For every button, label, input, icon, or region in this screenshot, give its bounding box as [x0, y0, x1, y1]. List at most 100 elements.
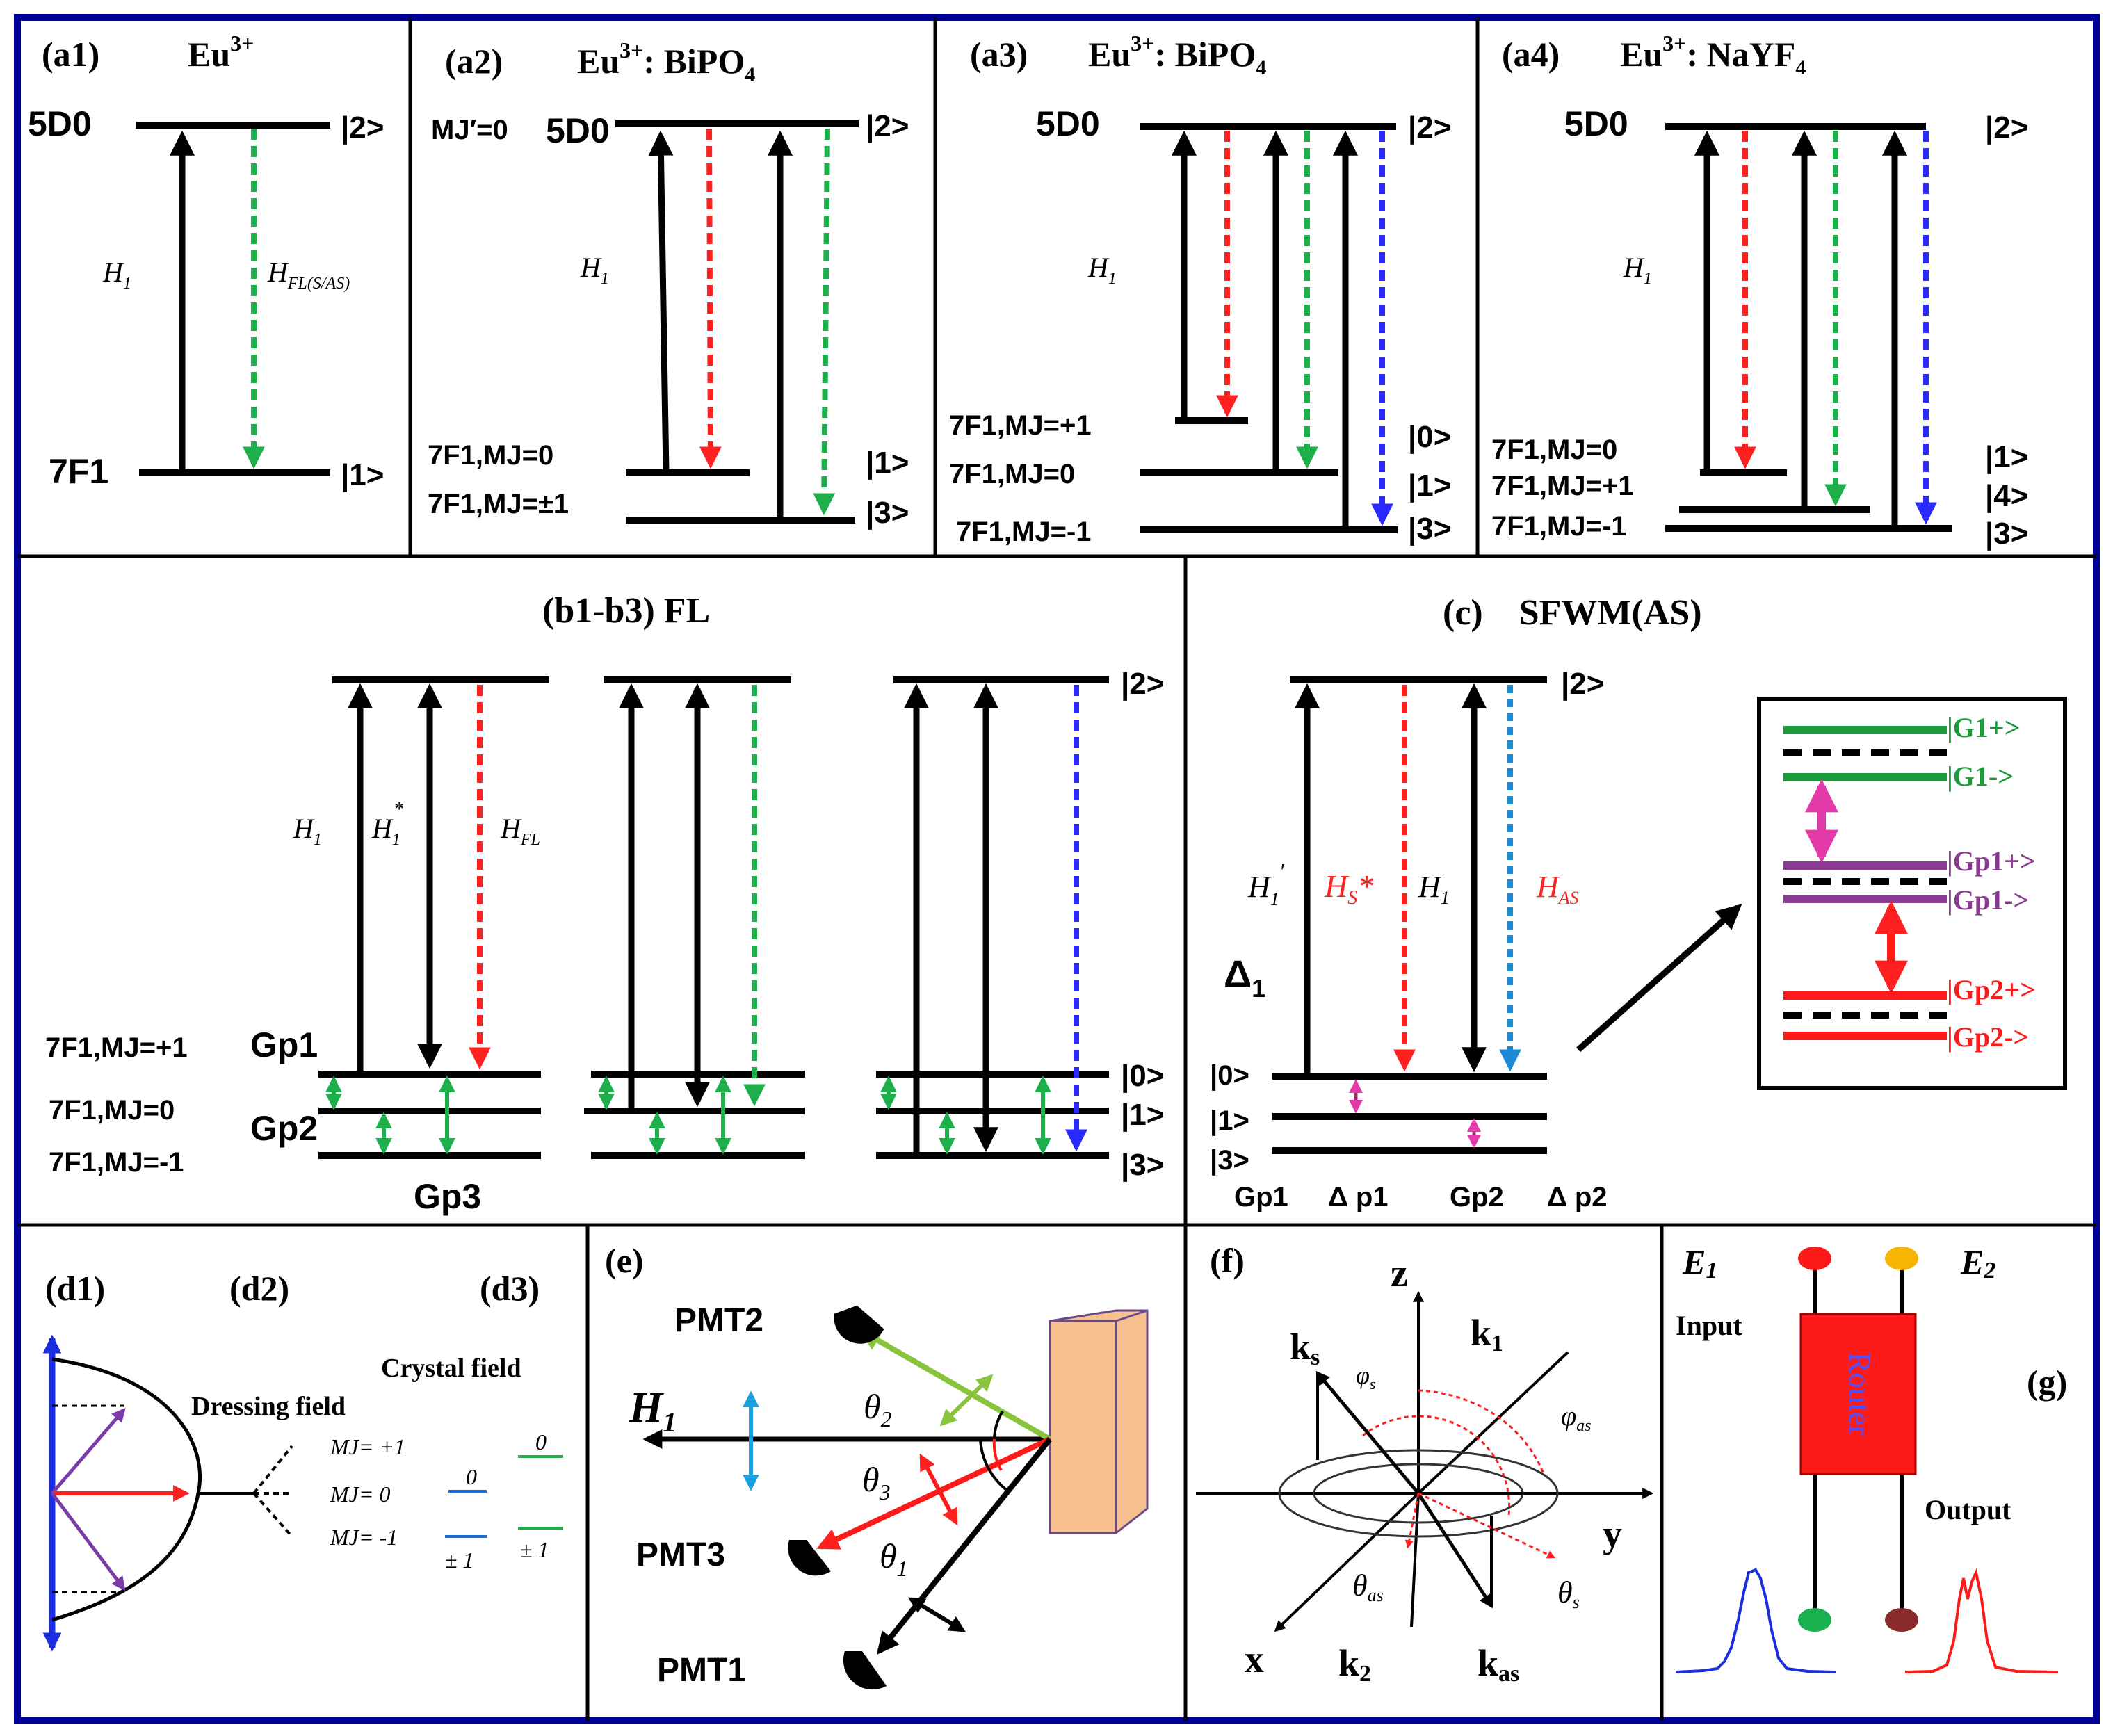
dressing-field-label: Dressing field: [191, 1392, 346, 1421]
pmt2-detector: [834, 1305, 884, 1344]
d3-value-0: 0: [535, 1429, 547, 1454]
arc-theta2: [993, 1410, 1004, 1440]
mj-0-label: MJ= 0: [330, 1482, 390, 1507]
arrow-h1a: [648, 130, 674, 473]
panel-b-title: (b1-b3) FL: [542, 591, 710, 631]
label-hfl: HFL(S/AS): [267, 257, 350, 293]
label-h1prime: H1′: [1247, 859, 1285, 909]
level-mj-1-label: 7F1,MJ=-1: [1491, 511, 1627, 542]
router-box: [1799, 1313, 1917, 1475]
label-h1: H1: [293, 813, 322, 849]
level-mj0-label: 7F1,MJ=0: [49, 1095, 175, 1126]
axis-x: [1274, 1492, 1420, 1632]
panel-a1-title: Eu3+: [188, 31, 254, 74]
gp2-label: Gp2: [1450, 1182, 1504, 1212]
panel-a3-title: Eu3+: BiPO4: [1088, 31, 1266, 79]
level-mj+1-label: 7F1,MJ=+1: [949, 410, 1092, 441]
arc-thas: [1404, 1493, 1420, 1549]
level-mj+1-label: 7F1,MJ=+1: [1491, 471, 1634, 501]
label-y: y: [1603, 1513, 1622, 1556]
panel-d3-tag: (d3): [480, 1269, 540, 1308]
output-trace-blue: [1675, 1568, 1836, 1673]
panel-e-tag: (e): [605, 1241, 644, 1280]
label-phis: φs: [1356, 1361, 1375, 1393]
output-node-right: [1885, 1608, 1918, 1632]
ket4: |4>: [1985, 479, 2028, 514]
panel-a4: (a4) Eu3+: NaYF4 5D0 |2> 7F1,MJ=0 |1> 7F…: [1491, 31, 2028, 551]
mj-plus1-label: MJ= +1: [330, 1434, 405, 1459]
label-e2: E2: [1960, 1242, 1995, 1283]
d2-branch-up: [252, 1445, 293, 1495]
label-h1: H1: [1418, 870, 1450, 908]
output-trace-red: [1904, 1568, 2059, 1673]
level-5d0-label: 5D0: [546, 111, 610, 150]
ket-upper: |2>: [341, 111, 384, 145]
panel-g-tag: (g): [2027, 1363, 2067, 1402]
label-ks: ks: [1290, 1326, 1320, 1370]
panel-a2-title: Eu3+: BiPO4: [577, 38, 755, 86]
label-ths: θs: [1557, 1575, 1580, 1612]
dp2-label: Δ p2: [1547, 1182, 1608, 1212]
d2-value-0: 0: [466, 1464, 477, 1489]
mj-minus1-label: MJ= -1: [330, 1525, 398, 1550]
arc-theta1: [979, 1438, 1010, 1493]
label-h1: H1: [1623, 252, 1652, 288]
inset-label-gp2p: |Gp2+>: [1947, 974, 2036, 1005]
label-k1: k1: [1471, 1312, 1503, 1356]
label-theta3: θ3: [862, 1460, 891, 1504]
ket3: |3>: [1121, 1148, 1164, 1183]
pmt3-detector: [788, 1540, 831, 1576]
label-phias: φas: [1561, 1400, 1591, 1435]
panel-a1-tag: (a1): [42, 35, 99, 74]
ket-upper: |2>: [1121, 667, 1164, 701]
inset-label-g1m: |G1->: [1947, 761, 2014, 792]
label-has: HAS: [1536, 870, 1579, 908]
d2-value-pm1: ± 1: [445, 1548, 474, 1573]
level-mj-1-label: 7F1,MJ=-1: [49, 1147, 184, 1178]
pmt3-label: PMT3: [636, 1536, 725, 1573]
ellipse-outer: [1278, 1449, 1559, 1538]
pmt1-detector: [843, 1651, 887, 1690]
inset-label-g1p: |G1+>: [1947, 712, 2021, 743]
c-pointer-arrow: [1576, 904, 1742, 1053]
panel-c-title: (c) SFWM(AS): [1443, 593, 1702, 633]
panel-e: (e) PMT2 PMT3 PMT1 H1 θ2 θ3 θ1: [605, 1241, 1149, 1690]
d3-value-pm1: ± 1: [520, 1537, 549, 1562]
label-kas: kas: [1478, 1642, 1519, 1687]
panel-f: (f) z y x ks k1 k2 kas φs φas θas θs: [1196, 1241, 1654, 1687]
pol-pmt1: [907, 1597, 966, 1632]
arrow-green: [813, 128, 836, 516]
arc-phis: [1362, 1415, 1511, 1516]
ket1: |1>: [866, 446, 909, 480]
panel-g: E1 E2 Input (g) Output Router: [1675, 1242, 2067, 1673]
inset-label-gp2m: |Gp2->: [1947, 1021, 2029, 1053]
arrow-red: [699, 128, 722, 469]
label-z: z: [1391, 1252, 1408, 1295]
crystal-edge-b: [1115, 1309, 1148, 1322]
d2-branch-down: [252, 1492, 293, 1538]
dp1-label: Δ p1: [1328, 1182, 1389, 1212]
pmt2-label: PMT2: [674, 1302, 763, 1339]
label-e1: E1: [1682, 1242, 1717, 1283]
ket-upper: |2>: [1408, 111, 1451, 145]
beam-pmt1: [876, 1437, 1053, 1655]
panel-b: (b1-b3) FL 7F1,MJ=+1 7F1,MJ=0 7F1,MJ=-1 …: [45, 591, 1164, 1216]
level-mj0-label: 7F1,MJ=0: [1491, 435, 1617, 465]
ket-upper: |2>: [866, 109, 909, 144]
label-h1: H1: [629, 1384, 677, 1438]
ket1: |1>: [1210, 1105, 1249, 1136]
panel-d2-tag: (d2): [229, 1269, 289, 1308]
panel-c: (c) SFWM(AS) |2> |0> |1> |3> H1′ HS* H1 …: [1210, 593, 2067, 1212]
panel-a2-tag: (a2): [445, 42, 503, 81]
panel-a2: (a2) Eu3+: BiPO4 MJ′=0 5D0 |2> 7F1,MJ=0 …: [428, 38, 909, 530]
level-5d0-label: 5D0: [1036, 104, 1100, 143]
level-mj-pm1-label: 7F1,MJ=±1: [428, 489, 569, 519]
d1-curve: [51, 1357, 202, 1622]
panel-a3: (a3) Eu3+: BiPO4 5D0 |2> 7F1,MJ=+1 |0> 7…: [949, 31, 1451, 547]
panel-a4-tag: (a4): [1502, 35, 1560, 74]
panel-a4-title: Eu3+: NaYF4: [1620, 31, 1806, 79]
input-node-e1: [1798, 1247, 1831, 1270]
label-h1: H1: [1087, 252, 1117, 288]
d1-arrow-up: [51, 1407, 126, 1495]
panel-d1-tag: (d1): [45, 1269, 105, 1308]
